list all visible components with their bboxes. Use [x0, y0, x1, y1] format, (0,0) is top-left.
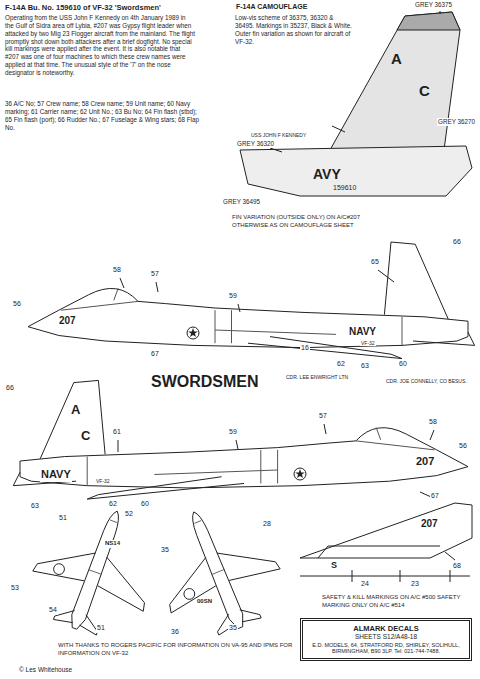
callout-number: 51	[58, 514, 68, 523]
callout-number: 23	[410, 580, 420, 589]
callout-number: 35	[160, 546, 170, 555]
marking-text: GREY 36270	[437, 118, 476, 126]
callout-number: 35	[228, 624, 238, 633]
marking-text: VF-32	[360, 340, 376, 346]
decal-sheet-box: ALMARK DECALSSHEETS S12/A48-18E.D. MODEL…	[300, 618, 472, 661]
note-text: Low-vis scheme of 36375, 36320 & 36495. …	[235, 14, 353, 45]
marking-text: A	[390, 50, 403, 69]
callout-number: 59	[228, 428, 238, 437]
marking-text: 00SN	[196, 598, 213, 606]
marking-text: SWORDSMEN	[150, 372, 260, 392]
marking-text: C	[80, 428, 91, 444]
note-text: 36 A/C No; 57 Crew name; 58 Crew name; 5…	[5, 100, 200, 131]
callout-number: 67	[150, 350, 160, 359]
box-text: E.D. MODELS, 64, STRATFORD RD, SHIRLEY, …	[307, 642, 465, 656]
callout-number: 57	[150, 270, 160, 279]
marking-text: NAVY	[40, 468, 72, 482]
marking-text: CDR. JOE CONNELLY, CO BESUS.	[385, 378, 468, 384]
callout-number: 207	[415, 455, 435, 469]
marking-text: C	[418, 82, 431, 101]
callout-number: 51	[96, 624, 106, 633]
callout-number: 57	[318, 412, 328, 421]
marking-text: GREY 36375	[414, 1, 453, 9]
callout-number: 62	[336, 360, 346, 369]
box-text: SHEETS S12/A48-18	[307, 633, 465, 641]
callout-number: 62	[108, 500, 118, 509]
callout-number: 66	[452, 238, 462, 247]
marking-text: S	[330, 560, 338, 571]
marking-text: VF-32	[95, 478, 111, 484]
marking-text: © Les Whitehouse	[18, 666, 73, 674]
callout-number: 207	[58, 315, 77, 328]
callout-number: 66	[5, 384, 15, 393]
callout-number: 28	[262, 520, 272, 529]
callout-number: 60	[140, 500, 150, 509]
callout-number: 54	[48, 606, 58, 615]
marking-text: 159610	[332, 184, 357, 193]
callout-number: 59	[228, 292, 238, 301]
marking-text: AVY	[312, 166, 342, 184]
callout-number: 58	[428, 418, 438, 427]
callout-number: 63	[360, 362, 370, 371]
callout-number: 56	[458, 442, 468, 451]
callout-number: 52	[124, 510, 134, 519]
marking-text: GREY 36495	[222, 198, 261, 206]
box-heading: ALMARK DECALS	[307, 624, 465, 633]
sheet-title: F-14A Bu. No. 159610 of VF-32 'Swordsmen…	[5, 3, 230, 12]
note-text: SAFETY & KILL MARKINGS ON A/C #500 SAFET…	[322, 594, 472, 609]
callout-number: 24	[360, 580, 370, 589]
note-text: Operating from the USS John F Kennedy on…	[5, 14, 195, 77]
callout-number: 67	[430, 492, 440, 501]
marking-text: NAVY	[348, 326, 377, 339]
callout-number: 65	[370, 258, 380, 267]
callout-number: 16	[300, 344, 310, 353]
callout-number: 207	[420, 518, 439, 531]
marking-text: GREY 36320	[236, 140, 275, 148]
note-text: WITH THANKS TO ROGERS PACIFIC FOR INFORM…	[58, 642, 298, 657]
marking-text: CDR. LEE ENWRIGHT LTN	[285, 374, 349, 380]
marking-text: USS JOHN F KENNEDY	[250, 132, 307, 138]
marking-text: F-14A CAMOUFLAGE	[235, 3, 308, 12]
callout-number: 53	[10, 584, 20, 593]
note-text: FIN VARIATION (OUTSIDE ONLY) ON A/C#207 …	[232, 214, 382, 229]
callout-number: 68	[452, 562, 462, 571]
callout-number: 56	[12, 300, 22, 309]
marking-text: A	[70, 402, 81, 418]
callout-number: 63	[30, 502, 40, 511]
callout-number: 58	[112, 266, 122, 275]
callout-number: 61	[112, 428, 122, 437]
callout-number: 36	[170, 628, 180, 637]
marking-text: NS14	[104, 540, 121, 548]
callout-number: 60	[398, 360, 408, 369]
